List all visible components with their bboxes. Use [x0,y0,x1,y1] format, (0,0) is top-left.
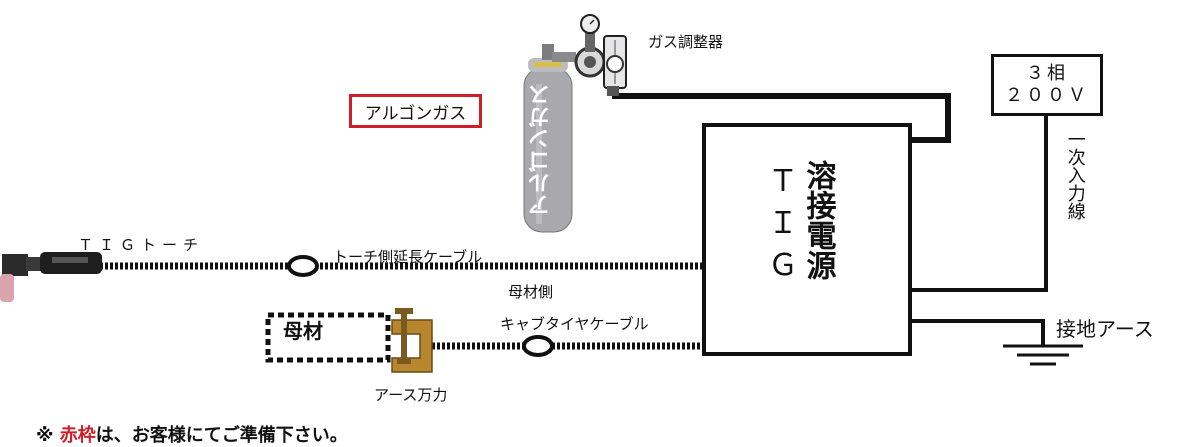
footnote: ※ 赤枠は、お客様にてご準備下さい。 [36,421,348,447]
cylinder-label: アルゴンガス [529,84,554,216]
primary-input-line [910,116,1048,292]
cabtire-cable-label: キャブタイヤケーブル [500,315,649,333]
welding-power-source-label: 溶接電源 [800,160,836,280]
base-metal-outline [265,312,391,363]
primary-input-line-label: 一次入力線 [1064,130,1086,220]
gas-regulator-icon [542,14,627,96]
footnote-prefix: ※ [36,425,60,446]
torch-extension-cable-label: トーチ側延長ケーブル [333,248,483,266]
power-source-box [702,123,912,356]
gas-hose [612,93,951,143]
base-metal-label: 母材 [283,319,323,343]
ground-line [910,319,1045,345]
ground-symbol-icon [1003,344,1083,366]
power-supply-box: ３相 ２００Ｖ [991,54,1103,116]
tig-label: ＴＩＧ [762,165,797,291]
power-phase-label: ３相 [1026,63,1068,85]
footnote-highlight: 赤枠 [59,425,96,446]
ground-earth-label: 接地アース [1056,317,1154,341]
footnote-text: は、お客様にてご準備下さい。 [95,425,348,446]
ground-clamp-label: アース万力 [374,386,448,404]
tig-torch-icon [0,252,102,302]
base-side-label: 母材側 [508,283,554,301]
power-voltage-label: ２００Ｖ [1005,85,1089,106]
argon-gas-label: アルゴンガス [364,103,467,124]
cable-coupler-torch [287,255,319,277]
cable-coupler-base [522,335,554,357]
ground-clamp-icon [391,308,433,373]
tig-torch-label: ＴＩＧトーチ [78,236,205,254]
argon-gas-highlight-box: アルゴンガス [349,94,482,128]
gas-regulator-label: ガス調整器 [648,33,724,51]
